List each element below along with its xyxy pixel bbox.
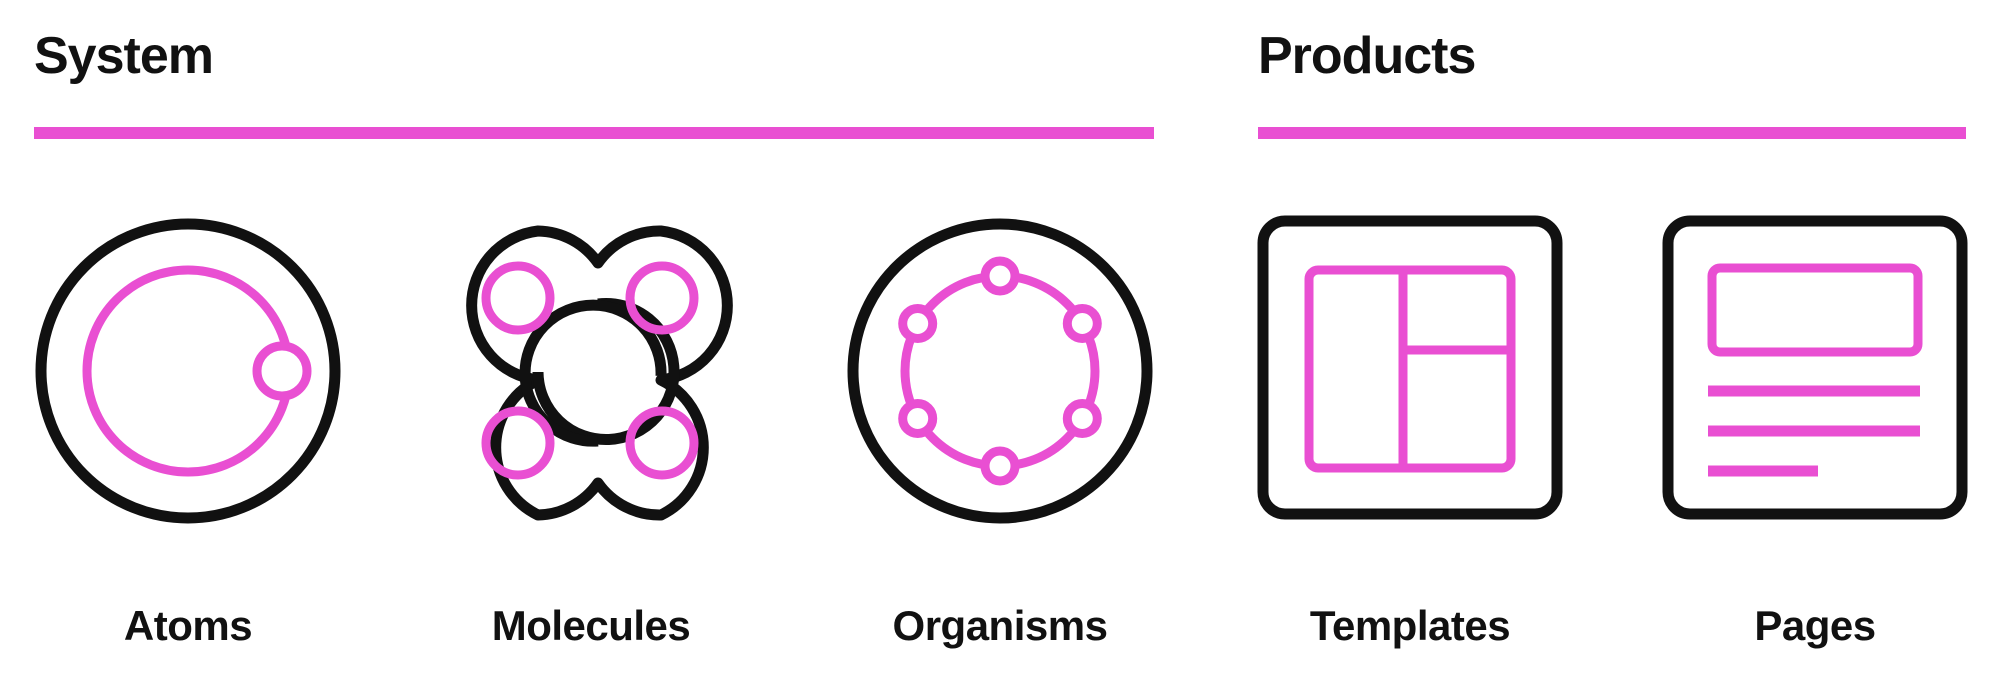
- page-hero-block: [1707, 263, 1923, 357]
- template-frame: [1257, 215, 1563, 520]
- system-divider: [34, 127, 1154, 139]
- molecule-inner-bond-left: [532, 298, 680, 445]
- molecule-atom: [625, 406, 699, 480]
- pages-label: Pages: [1754, 602, 1876, 649]
- template-icon: [1257, 215, 1563, 520]
- products-divider: [1258, 127, 1966, 139]
- molecule-atom: [481, 261, 555, 335]
- organism-node: [1062, 304, 1102, 343]
- atom-icon: [35, 218, 341, 524]
- products-section-title: Products: [1258, 27, 1476, 85]
- organism-icon: [847, 218, 1153, 524]
- pages-diagram: [1660, 208, 1970, 528]
- organism-nodes: [898, 256, 1102, 486]
- molecules-diagram: [436, 208, 746, 528]
- system-section-title: System: [34, 27, 214, 85]
- atom-electron: [252, 341, 312, 401]
- organism-outer-ring: [847, 218, 1153, 524]
- page-icon: [1662, 215, 1968, 520]
- organism-node: [980, 446, 1020, 486]
- organism-node: [898, 399, 938, 438]
- atom-outer-ring: [35, 218, 341, 524]
- molecule-atom: [481, 406, 555, 480]
- atoms-label: Atoms: [123, 602, 253, 649]
- molecule-atom: [625, 261, 699, 335]
- page-frame: [1662, 215, 1968, 520]
- template-grid-outline: [1304, 265, 1516, 473]
- organism-node: [1062, 399, 1102, 438]
- organism-node: [898, 304, 938, 343]
- organism-node: [980, 256, 1020, 296]
- templates-label: Templates: [1309, 602, 1511, 649]
- molecule-outline: [466, 225, 733, 521]
- templates-diagram: [1255, 208, 1565, 528]
- organisms-label: Organisms: [892, 602, 1108, 649]
- organisms-diagram: [845, 208, 1155, 528]
- organism-membrane: [900, 271, 1100, 471]
- molecule-icon: [466, 225, 733, 521]
- atoms-diagram: [33, 208, 343, 528]
- molecules-label: Molecules: [491, 602, 691, 649]
